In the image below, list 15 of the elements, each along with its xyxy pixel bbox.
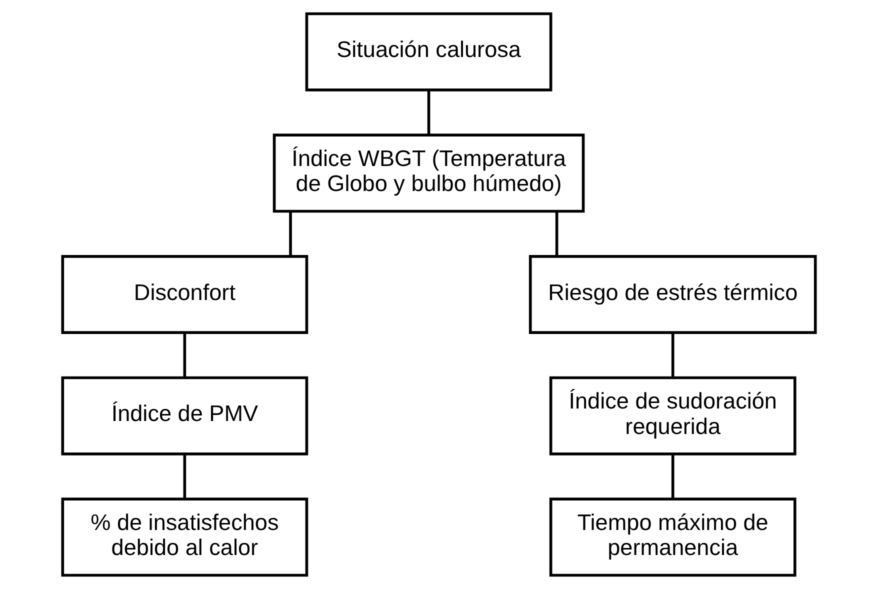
node-box: Índice de sudoración requerida [548,376,796,456]
node-box: Índice de PMV [60,376,308,456]
node-box: Índice WBGT (Temperatura de Globo y bulbo húmedo) [272,134,584,213]
node-box: Tiempo máximo de permanencia [548,498,796,577]
connector [670,454,674,500]
connector [554,212,558,256]
connector [288,212,292,256]
node-box: Disconfort [60,255,308,334]
node-box: % de insatisfechos debido al calor [60,498,308,577]
node-box: Situación calurosa [304,12,552,92]
connector [426,90,430,136]
connector [182,454,186,500]
connector [182,332,186,378]
connector [670,332,674,378]
node-box: Riesgo de estrés térmico [528,255,816,334]
